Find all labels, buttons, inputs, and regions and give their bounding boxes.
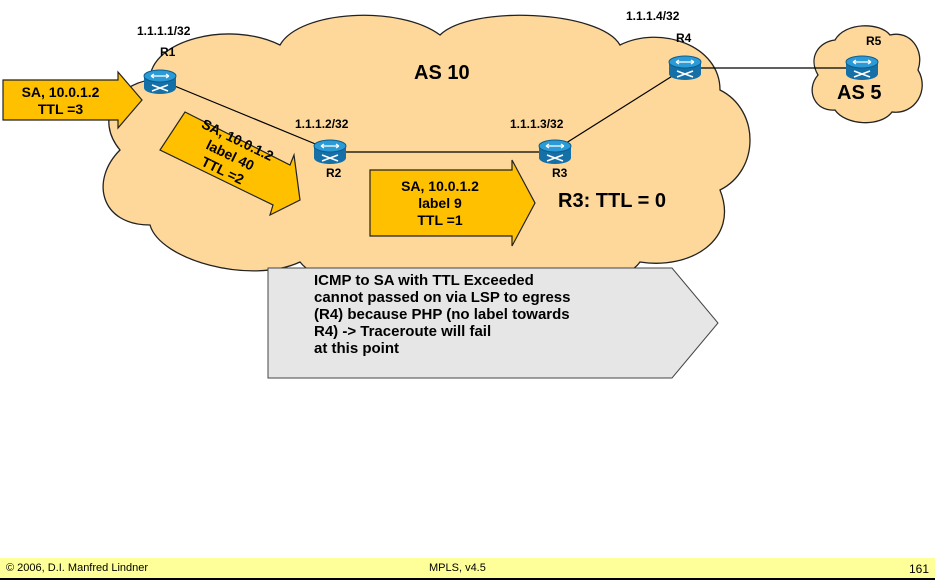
r3-name: R3: [552, 166, 568, 180]
r3-ttl-status: R3: TTL = 0: [558, 190, 666, 212]
footer-bar: © 2006, D.I. Manfred Lindner MPLS, v4.5 …: [0, 558, 935, 580]
r2-address: 1.1.1.2/32: [295, 117, 349, 131]
router-r3: [538, 139, 572, 165]
as10-label: AS 10: [414, 62, 470, 84]
footer-course: MPLS, v4.5: [429, 562, 486, 574]
packet-1-text: SA, 10.0.1.2 TTL =3: [21, 84, 100, 117]
as10-cloud: [102, 14, 751, 293]
packet-arrow-2: [159, 111, 301, 217]
router-r4: [668, 55, 702, 81]
router-r2: [313, 139, 347, 165]
links: [159, 67, 862, 153]
icmp-callout: [267, 267, 719, 379]
r1-name: R1: [160, 45, 176, 59]
icmp-callout-text: ICMP to SA with TTL Exceeded cannot pass…: [314, 272, 571, 357]
packet-arrow-1: [2, 70, 143, 130]
r3-address: 1.1.1.3/32: [510, 117, 564, 131]
r2-name: R2: [326, 166, 342, 180]
r4-address: 1.1.1.4/32: [626, 9, 680, 23]
packet-arrow-3: [369, 159, 536, 247]
router-r1: [143, 69, 177, 95]
r1-address: 1.1.1.1/32: [137, 24, 191, 38]
footer-copyright: © 2006, D.I. Manfred Lindner: [6, 562, 149, 574]
packet-3-text: SA, 10.0.1.2 label 9 TTL =1: [401, 178, 479, 228]
r4-name: R4: [676, 31, 692, 45]
as5-label: AS 5: [837, 82, 882, 104]
r5-name: R5: [866, 34, 882, 48]
router-r5: [845, 55, 879, 81]
footer-page-number: 161: [908, 562, 929, 576]
